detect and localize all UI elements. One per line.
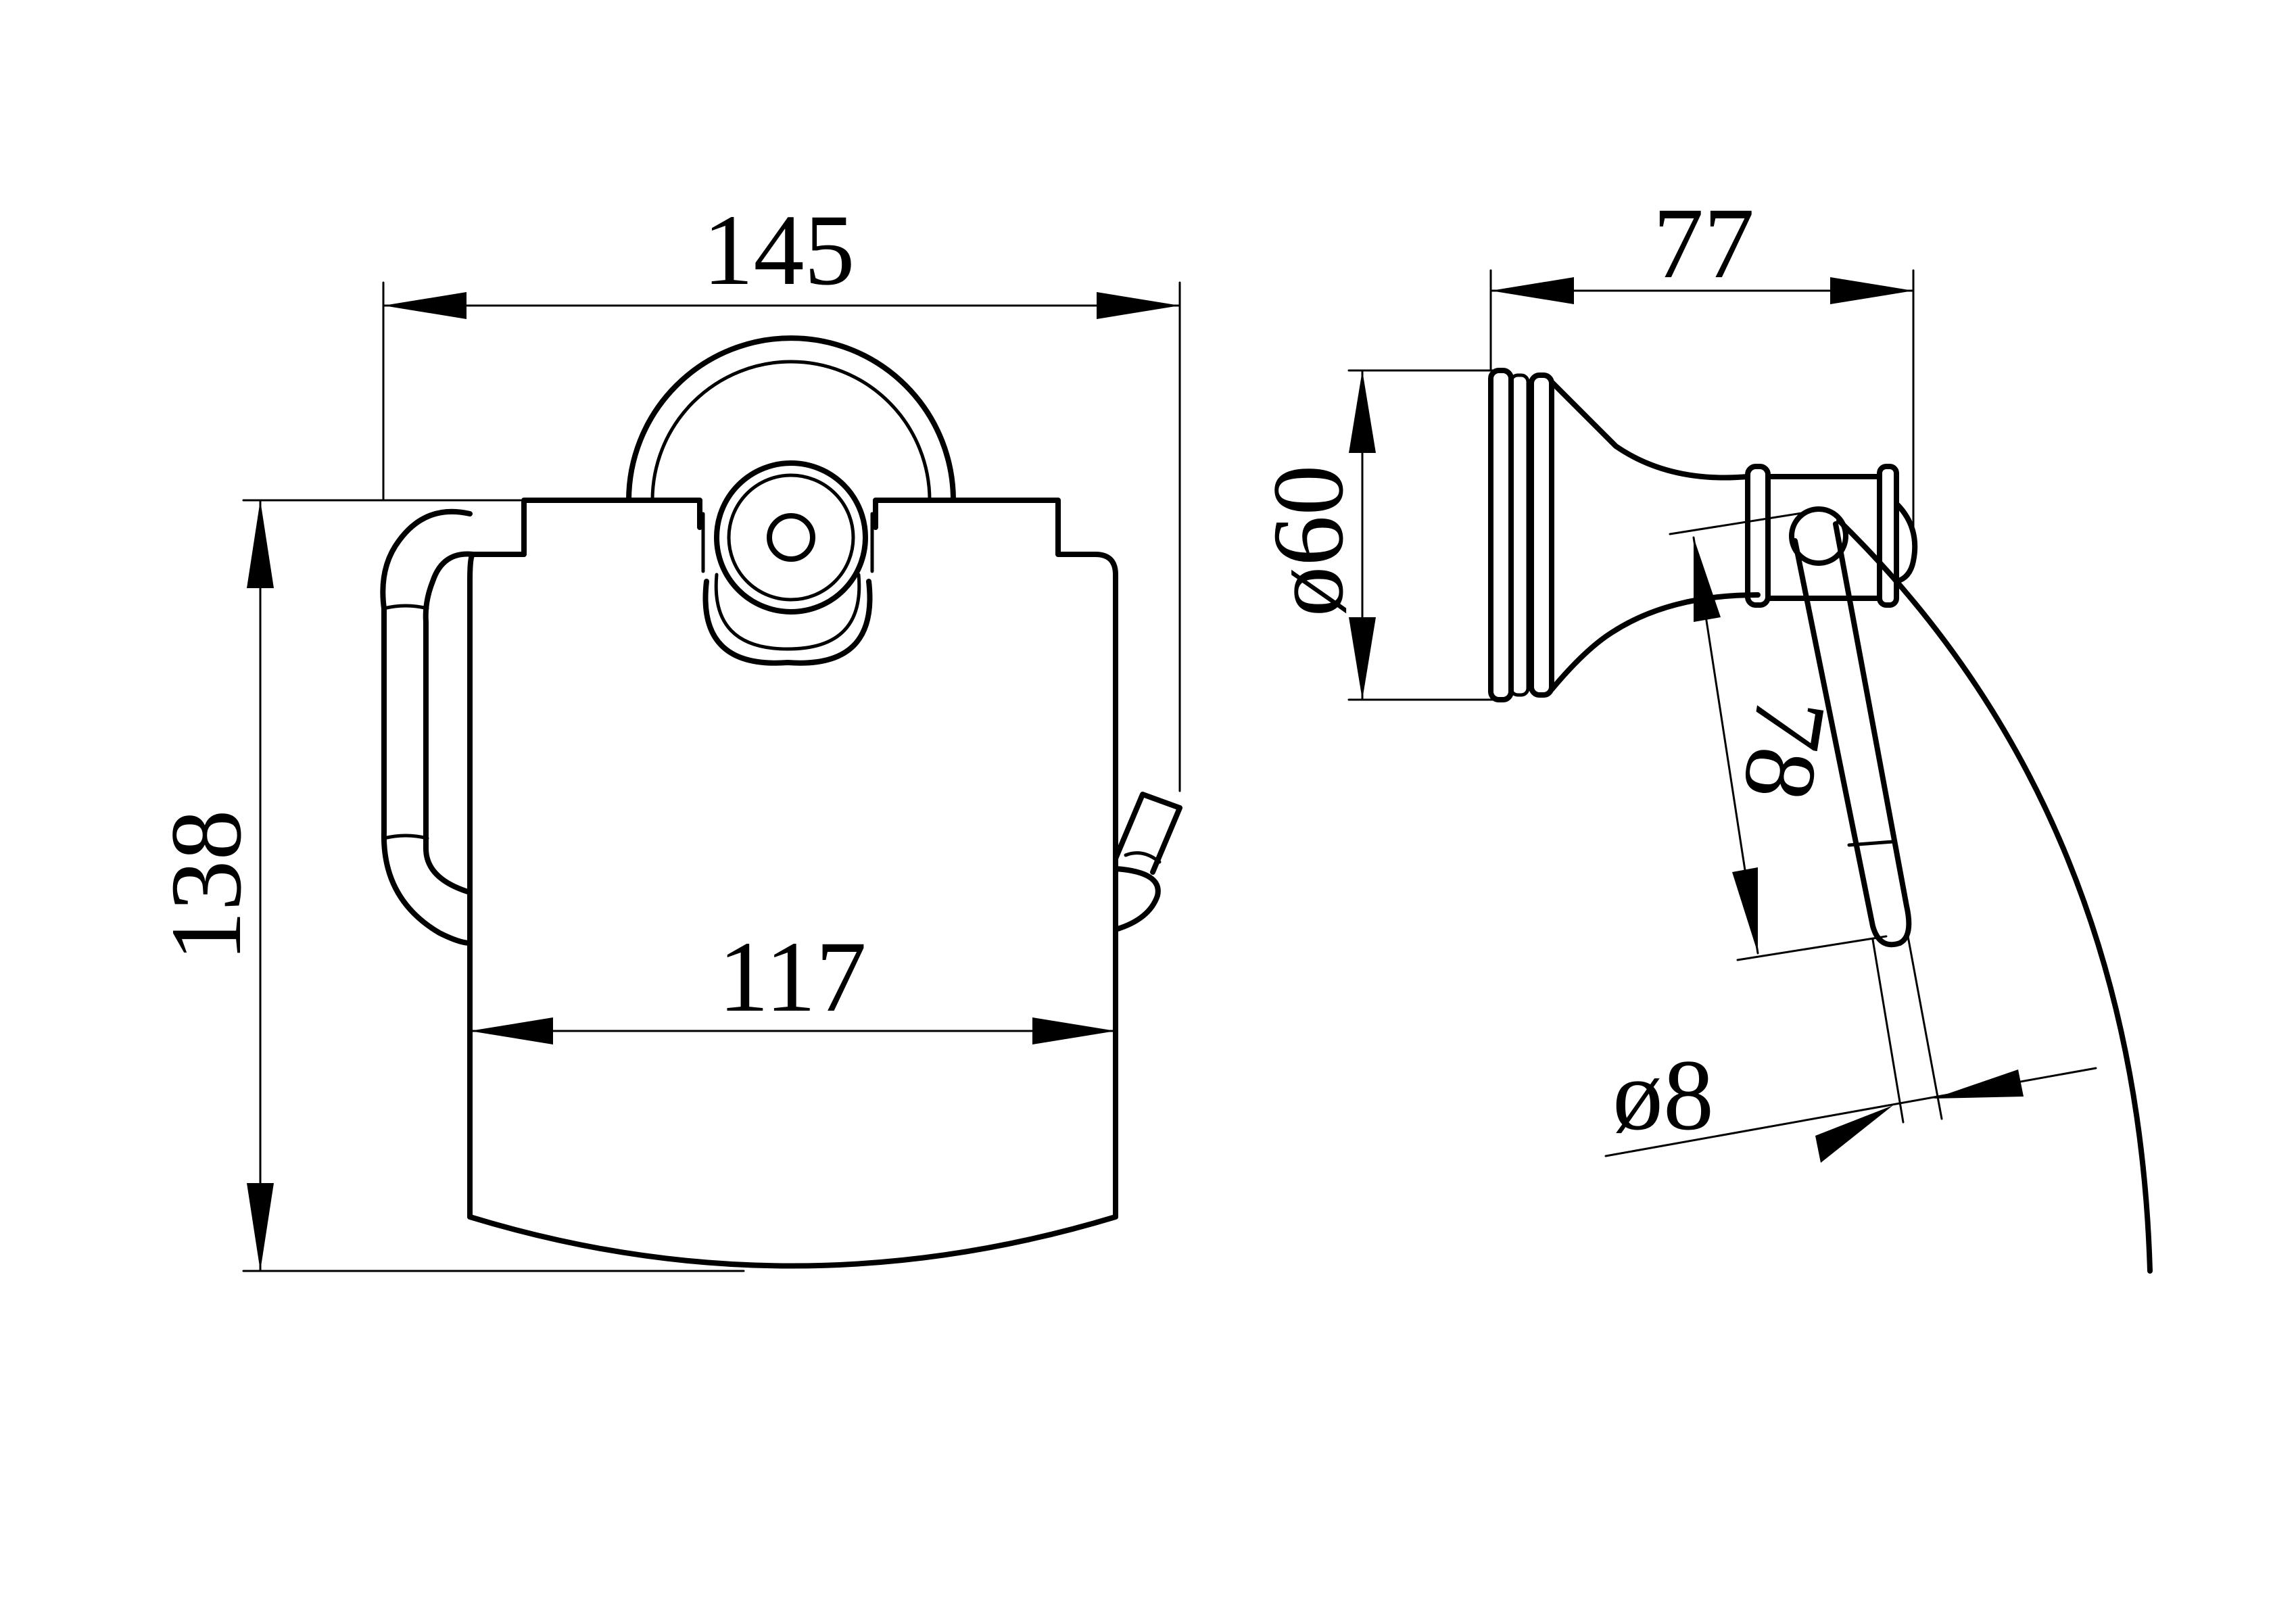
- dimension-117: 117: [469, 921, 1117, 1044]
- dimension-d60-label: ø60: [1252, 465, 1364, 617]
- dimension-145-label: 145: [703, 194, 855, 306]
- cover-arc: [1836, 518, 2153, 1274]
- rosette-profile: [1488, 368, 1761, 702]
- dimension-d60: ø60: [1252, 369, 1499, 701]
- cover-plate: [467, 498, 1118, 1269]
- dimension-d8-label: ø8: [1612, 1039, 1714, 1151]
- center-knob: [714, 460, 868, 615]
- right-hinge: [1113, 792, 1182, 932]
- dimension-145: 145: [382, 194, 1181, 792]
- dimension-78-label: 78: [1721, 690, 1848, 808]
- side-view: 77 ø60: [1252, 187, 2153, 1274]
- left-arm: [380, 508, 476, 946]
- front-view: 145 138: [150, 194, 1182, 1272]
- arm-collar: [1745, 464, 1918, 608]
- dimension-77: 77: [1489, 187, 1915, 535]
- arm-rod: [1669, 506, 1912, 961]
- dimension-77-label: 77: [1653, 187, 1754, 299]
- dimension-138-label: 138: [150, 810, 262, 962]
- dimension-d8: ø8: [1604, 935, 2097, 1163]
- dimension-78: 78: [1692, 536, 1848, 955]
- dimension-138: 138: [150, 499, 745, 1272]
- dimension-117-label: 117: [718, 921, 866, 1033]
- rosette: [626, 335, 956, 503]
